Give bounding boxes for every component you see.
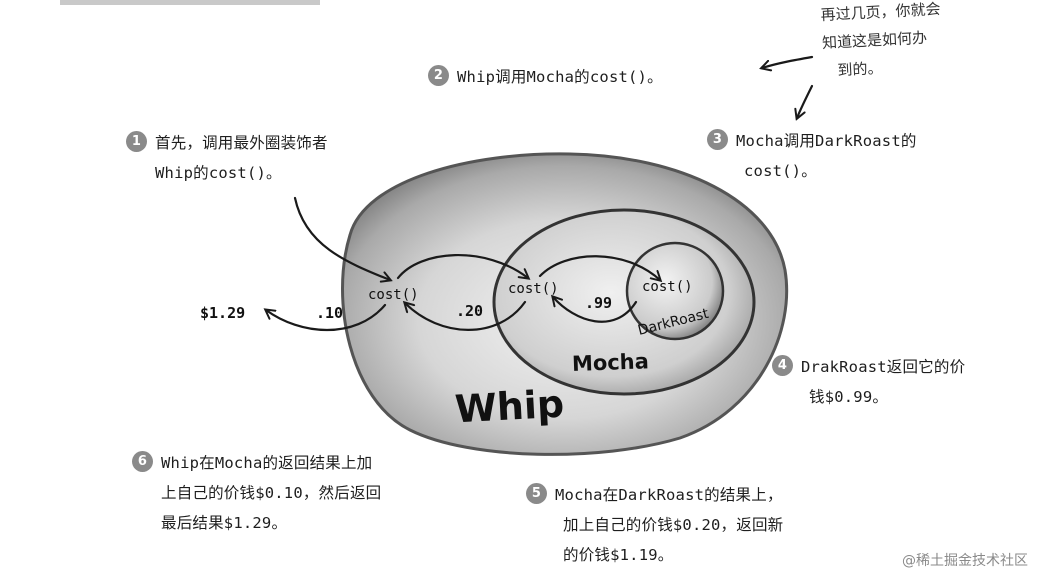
handwritten-note: 再过几页，你就会 知道这是如何办 到的。 — [820, 0, 944, 85]
step-3-line: cost()。 — [744, 162, 817, 180]
value-whip: .10 — [316, 304, 343, 322]
value-mocha: .20 — [456, 302, 483, 320]
top-edge-fragment — [60, 0, 320, 5]
step-number-badge: 6 — [132, 451, 153, 472]
step-6-note: 6 Whip在Mocha的返回结果上加 上自己的价钱$0.10，然后返回 最后结果… — [132, 448, 381, 538]
cost-method-darkroast: cost() — [642, 279, 693, 295]
step-5-line: 加上自己的价钱$0.20，返回新 — [563, 516, 784, 534]
step-3-line: Mocha调用DarkRoast的 — [736, 132, 917, 150]
value-result: $1.29 — [200, 304, 245, 322]
step-4-line: 钱$0.99。 — [809, 388, 889, 406]
step-6-line: 最后结果$1.29。 — [161, 514, 288, 532]
step-1-line: 首先，调用最外圈装饰者 — [155, 134, 328, 152]
value-darkroast: .99 — [585, 294, 612, 312]
step-4-line: DrakRoast返回它的价 — [801, 358, 966, 376]
arrow-handwritten-left — [762, 55, 814, 68]
arrow-darkroast-return — [553, 297, 638, 323]
step-6-line: Whip在Mocha的返回结果上加 — [161, 454, 373, 472]
step-5-line: 的价钱$1.19。 — [563, 546, 674, 564]
step-1-note: 1 首先，调用最外圈装饰者 Whip的cost()。 — [126, 128, 328, 188]
step-2-line: Whip调用Mocha的cost()。 — [457, 68, 663, 86]
step-4-note: 4 DrakRoast返回它的价 钱$0.99。 — [772, 352, 965, 412]
step-1-line: Whip的cost()。 — [155, 164, 282, 182]
arrow-mocha-return — [405, 302, 527, 331]
step-number-badge: 3 — [707, 129, 728, 150]
cost-method-mocha: cost() — [508, 281, 559, 297]
step-2-note: 2 Whip调用Mocha的cost()。 — [428, 62, 663, 92]
arrow-whip-return — [266, 303, 387, 332]
step-number-badge: 1 — [126, 131, 147, 152]
darkroast-layer — [625, 241, 725, 341]
arrow-mocha-to-darkroast — [538, 255, 660, 280]
arrow-handwritten-down — [797, 84, 814, 118]
arrow-whip-to-mocha — [396, 254, 528, 278]
layer-label-mocha: Mocha — [572, 349, 650, 376]
step-6-line: 上自己的价钱$0.10，然后返回 — [161, 484, 382, 502]
step-3-note: 3 Mocha调用DarkRoast的 cost()。 — [707, 126, 917, 186]
cost-method-whip: cost() — [368, 287, 419, 303]
step-5-note: 5 Mocha在DarkRoast的结果上， 加上自己的价钱$0.20，返回新 的… — [526, 480, 783, 570]
step-number-badge: 4 — [772, 355, 793, 376]
step-5-line: Mocha在DarkRoast的结果上， — [555, 486, 783, 504]
step-number-badge: 2 — [428, 65, 449, 86]
step-number-badge: 5 — [526, 483, 547, 504]
layer-label-whip: Whip — [454, 382, 565, 432]
arrow-first-call — [293, 196, 390, 280]
watermark: @稀土掘金技术社区 — [902, 553, 1028, 569]
